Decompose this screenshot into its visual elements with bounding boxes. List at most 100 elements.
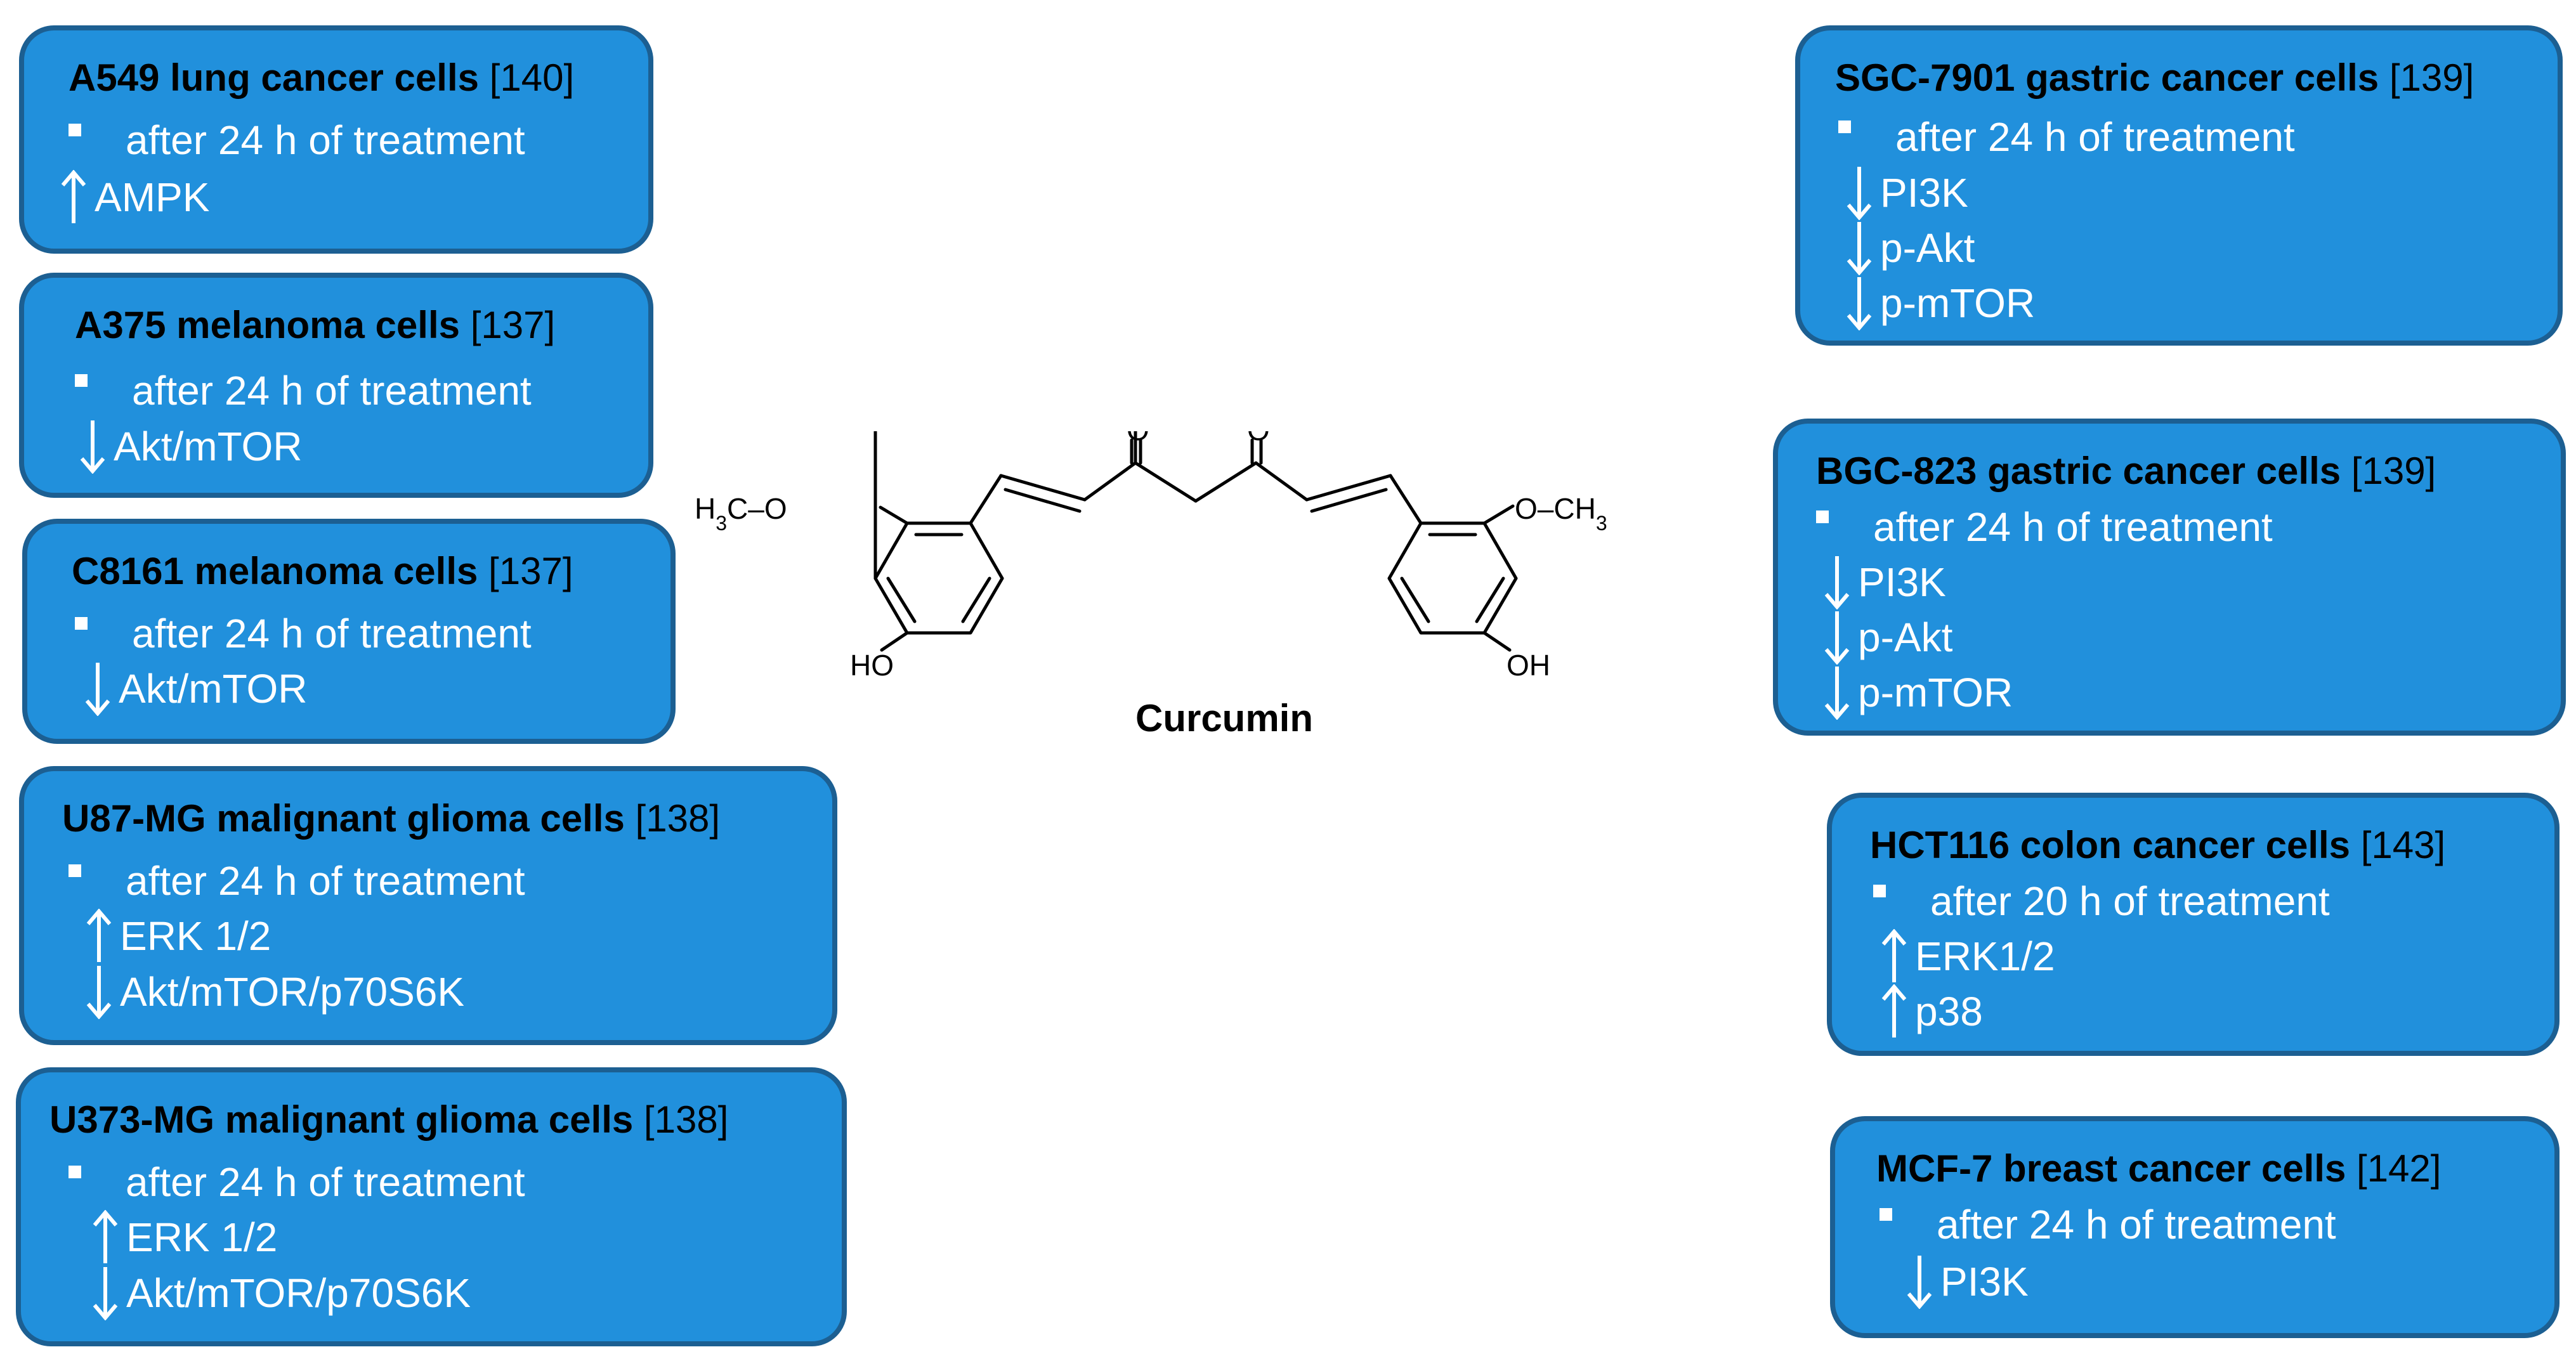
marker-line: Akt/mTOR/p70S6K <box>84 966 465 1020</box>
marker-label: AMPK <box>95 174 210 220</box>
treatment-duration: after 24 h of treatment <box>1873 504 2273 550</box>
right-ring-double-bond <box>1400 576 1430 623</box>
cell-line-name: A375 melanoma cells <box>75 304 461 346</box>
up-arrow-icon <box>61 170 86 224</box>
down-arrow-icon <box>1847 167 1872 221</box>
marker-label: Akt/mTOR <box>119 666 308 712</box>
bullet-icon <box>1838 120 1851 133</box>
bullet-icon <box>1816 511 1829 523</box>
marker-label: ERK1/2 <box>1915 933 2055 979</box>
ketone-oxygen-label: O <box>1247 431 1270 446</box>
treatment-duration: after 24 h of treatment <box>132 611 532 656</box>
down-arrow-icon <box>1847 277 1872 331</box>
chain-bond <box>1134 461 1198 503</box>
chain-double-bond <box>1004 488 1082 513</box>
left-hydroxyl-bond <box>880 631 909 652</box>
cell-line-box-c8161: C8161 melanoma cells [137] after 24 h of… <box>22 519 676 744</box>
treatment-duration: after 20 h of treatment <box>1930 878 2330 924</box>
molecule-bonds <box>873 431 1518 652</box>
right-ring-double-bond <box>1475 576 1505 623</box>
marker-label: p-Akt <box>1858 615 1953 660</box>
down-arrow-icon <box>80 420 105 474</box>
down-arrow-icon <box>1824 556 1850 610</box>
marker-line: Akt/mTOR <box>78 420 303 474</box>
cell-line-name: C8161 melanoma cells <box>72 550 478 592</box>
treatment-line: after 24 h of treatment <box>69 116 525 164</box>
bullet-icon <box>1880 1208 1892 1221</box>
curcumin-structure: H3C–O HO O O O–CH3 OH <box>695 431 1607 682</box>
chain-bond <box>999 474 1087 502</box>
treatment-line: after 20 h of treatment <box>1873 877 2330 925</box>
citation: [140] <box>489 56 575 99</box>
right-benzene-ring <box>1387 521 1518 635</box>
marker-label: PI3K <box>1880 170 1968 216</box>
citation: [138] <box>635 797 720 840</box>
cell-line-title: SGC-7901 gastric cancer cells [139] <box>1835 56 2474 100</box>
citation: [138] <box>643 1098 729 1141</box>
up-arrow-icon <box>1881 929 1907 983</box>
citation: [137] <box>488 550 573 592</box>
cell-line-box-u87mg: U87-MG malignant glioma cells [138] afte… <box>19 766 837 1045</box>
marker-line: AMPK <box>59 170 210 224</box>
left-methoxy-label: H3C–O <box>695 492 787 535</box>
left-benzene-ring <box>873 521 1004 635</box>
marker-label: ERK 1/2 <box>126 1214 278 1260</box>
cell-line-box-bgc823: BGC-823 gastric cancer cells [139] after… <box>1773 419 2566 736</box>
marker-label: Akt/mTOR <box>114 424 303 469</box>
treatment-line: after 24 h of treatment <box>69 857 525 905</box>
chain-double-bond <box>1310 488 1388 513</box>
ketone-oxygen-label: O <box>1127 431 1149 446</box>
treatment-line: after 24 h of treatment <box>1816 503 2273 551</box>
marker-line: PI3K <box>1905 1256 2029 1310</box>
bullet-icon <box>69 864 81 877</box>
down-arrow-icon <box>86 966 112 1020</box>
marker-label: Akt/mTOR/p70S6K <box>120 969 465 1015</box>
chain-bond <box>1389 474 1423 525</box>
cell-line-title: A375 melanoma cells [137] <box>75 303 555 348</box>
cell-line-name: BGC-823 gastric cancer cells <box>1816 450 2341 492</box>
cell-line-name: A549 lung cancer cells <box>69 56 479 99</box>
treatment-line: after 24 h of treatment <box>1880 1200 2336 1249</box>
cell-line-title: A549 lung cancer cells [140] <box>69 56 574 100</box>
up-arrow-icon <box>86 909 112 963</box>
cell-line-name: U373-MG malignant glioma cells <box>49 1098 634 1141</box>
marker-line: PI3K <box>1822 556 1946 610</box>
bullet-icon <box>75 617 88 630</box>
down-arrow-icon <box>1847 222 1872 276</box>
bullet-icon <box>75 374 88 387</box>
down-arrow-icon <box>85 663 110 717</box>
cell-line-title: U87-MG malignant glioma cells [138] <box>62 797 720 841</box>
marker-line: p-mTOR <box>1845 277 2036 331</box>
cell-line-title: MCF-7 breast cancer cells [142] <box>1876 1147 2441 1191</box>
compound-name: Curcumin <box>1135 697 1314 739</box>
left-ring-double-bond <box>961 576 991 623</box>
cell-line-box-sgc7901: SGC-7901 gastric cancer cells [139] afte… <box>1795 25 2563 346</box>
right-hydroxyl-bond <box>1482 631 1512 652</box>
right-hydroxyl-label: OH <box>1507 649 1550 682</box>
marker-label: p-mTOR <box>1880 280 2036 326</box>
left-hydroxyl-label: HO <box>850 649 894 682</box>
marker-label: Akt/mTOR/p70S6K <box>126 1270 471 1316</box>
marker-line: p-Akt <box>1845 222 1975 276</box>
treatment-duration: after 24 h of treatment <box>126 1159 525 1205</box>
right-methoxy-bond <box>1482 504 1515 525</box>
marker-label: p-mTOR <box>1858 670 2013 715</box>
chain-bond <box>969 474 1003 525</box>
marker-line: p-mTOR <box>1822 667 2013 720</box>
marker-line: Akt/mTOR <box>83 663 308 717</box>
down-arrow-icon <box>93 1267 118 1321</box>
down-arrow-icon <box>1907 1256 1932 1310</box>
treatment-duration: after 24 h of treatment <box>126 858 525 904</box>
atom-labels: H3C–O HO O O O–CH3 OH <box>695 431 1607 682</box>
marker-line: Akt/mTOR/p70S6K <box>91 1267 471 1321</box>
marker-label: ERK 1/2 <box>120 913 271 959</box>
bullet-icon <box>1873 885 1886 897</box>
left-ring-double-bond <box>886 576 917 623</box>
cell-line-box-u373mg: U373-MG malignant glioma cells [138] aft… <box>16 1067 847 1346</box>
citation: [137] <box>470 304 556 346</box>
marker-label: p-Akt <box>1880 225 1975 271</box>
citation: [139] <box>2389 56 2475 99</box>
cell-line-title: HCT116 colon cancer cells [143] <box>1870 823 2445 868</box>
treatment-line: after 24 h of treatment <box>75 609 532 658</box>
cell-line-name: MCF-7 breast cancer cells <box>1876 1147 2346 1190</box>
